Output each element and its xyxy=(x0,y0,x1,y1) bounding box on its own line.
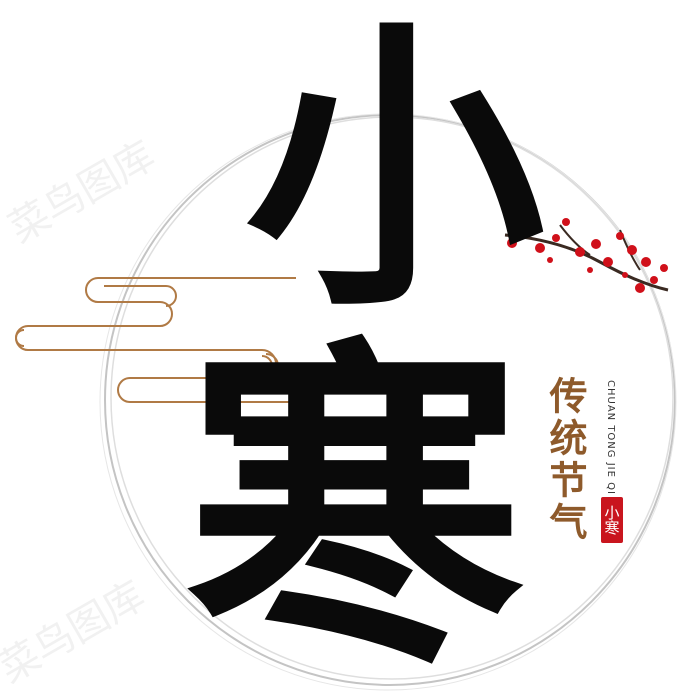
cloud-lines xyxy=(15,277,296,403)
calligraphy-char-xiao: 小 xyxy=(245,0,545,346)
red-seal-stamp: 小寒 xyxy=(601,497,623,543)
calligraphy-char-han: 寒 xyxy=(185,310,525,700)
plum-blossom-branch xyxy=(504,218,669,293)
subtitle-chinese: 传统节气 xyxy=(543,376,588,544)
subtitle-pinyin: CHUAN TONG JIE QI xyxy=(605,380,616,495)
